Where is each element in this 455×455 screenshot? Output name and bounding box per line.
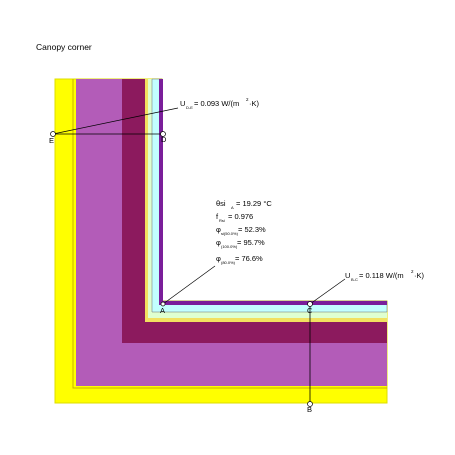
svg-text:·K): ·K) <box>249 99 260 108</box>
svg-text:φ: φ <box>216 254 221 263</box>
u-value-b-c: U B-C = 0.118 W/(m 2 ·K) <box>345 269 425 282</box>
point-d-marker <box>160 131 166 137</box>
yellow-inner-edge <box>72 79 387 389</box>
theta-si-row: θsi A = 19.29 °C <box>216 199 272 210</box>
svg-text:= 0.093 W/(m: = 0.093 W/(m <box>194 99 239 108</box>
point-c-label: C <box>307 306 313 315</box>
svg-text:= 0.118 W/(m: = 0.118 W/(m <box>359 271 404 280</box>
svg-text:2: 2 <box>411 269 414 274</box>
phi-si-50-row: φ si(50.0%) = 52.3% <box>216 225 266 236</box>
svg-text:(100.0%): (100.0%) <box>221 244 238 249</box>
svg-text:= 19.29 °C: = 19.29 °C <box>236 199 272 208</box>
point-c-marker <box>307 301 313 307</box>
svg-text:= 52.3%: = 52.3% <box>238 225 266 234</box>
diagram-title: Canopy corner <box>36 42 92 52</box>
svg-text:si(50.0%): si(50.0%) <box>221 231 239 236</box>
point-b-label: B <box>307 405 312 414</box>
svg-text:Rsi: Rsi <box>219 218 225 223</box>
leader-u-bc <box>309 278 346 305</box>
svg-text:(80.0%): (80.0%) <box>221 260 236 265</box>
results-block: θsi A = 19.29 °C f Rsi = 0.976 φ si(50.0… <box>216 199 272 265</box>
leader-u-ed <box>52 107 179 135</box>
svg-text:φ: φ <box>216 225 221 234</box>
svg-text:U: U <box>180 99 185 108</box>
svg-text:A: A <box>231 205 234 210</box>
f-rsi-row: f Rsi = 0.976 <box>216 212 253 223</box>
svg-text:B-C: B-C <box>351 277 358 282</box>
phi-100-row: φ (100.0%) = 95.7% <box>216 238 265 249</box>
svg-text:f: f <box>216 212 219 221</box>
svg-text:= 76.6%: = 76.6% <box>235 254 263 263</box>
point-a-label: A <box>160 306 165 315</box>
svg-text:2: 2 <box>246 97 249 102</box>
svg-text:= 0.976: = 0.976 <box>228 212 253 221</box>
svg-text:D-E: D-E <box>186 105 193 110</box>
leader-results <box>162 265 216 305</box>
svg-text:U: U <box>345 271 350 280</box>
svg-text:·K): ·K) <box>414 271 425 280</box>
point-e-label: E <box>49 136 54 145</box>
inner-violet-lining <box>159 79 387 305</box>
u-value-d-e: U D-E = 0.093 W/(m 2 ·K) <box>180 97 260 110</box>
point-a-marker <box>160 301 166 307</box>
phi-80-row: φ (80.0%) = 76.6% <box>216 254 263 265</box>
svg-text:= 95.7%: = 95.7% <box>237 238 265 247</box>
point-e-marker <box>50 131 56 137</box>
svg-text:θsi: θsi <box>216 199 226 208</box>
point-b-marker <box>307 401 313 407</box>
point-d-label: D <box>161 135 167 144</box>
svg-text:φ: φ <box>216 238 221 247</box>
